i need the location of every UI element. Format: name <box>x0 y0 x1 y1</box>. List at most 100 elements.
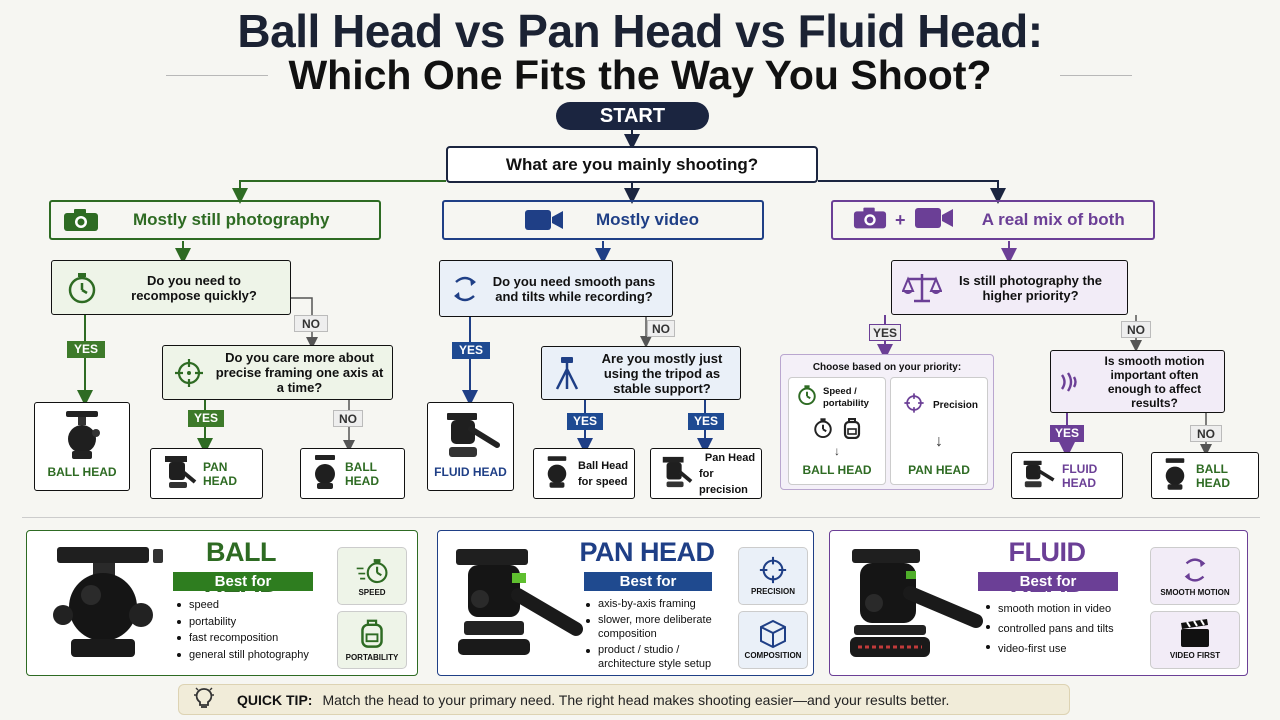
yes-tag: YES <box>452 342 490 359</box>
list-item: portability <box>175 614 335 631</box>
result-fluid-head-label: FLUID HEAD <box>434 465 507 479</box>
list-item: axis-by-axis framing <box>584 597 734 611</box>
quick-tip-bar: QUICK TIP: Match the head to your primar… <box>178 684 1070 715</box>
camera-icon <box>51 208 111 232</box>
mix-question-1: Is still photography the higher priority… <box>891 260 1128 315</box>
video-question-1-text: Do you need smooth pans and tilts while … <box>492 273 656 304</box>
result-pan-head-precision: Pan Head for precision <box>650 448 762 499</box>
ball-head-card: BALL HEAD Best for speed portability fas… <box>26 530 418 676</box>
result-ball-head-label: BALL HEAD <box>47 465 117 479</box>
rotate-arrows-icon <box>440 272 490 306</box>
pan-head-product-image <box>448 545 584 670</box>
still-question-2: Do you care more about precise framing o… <box>162 345 393 400</box>
list-item: general still photography <box>175 647 335 664</box>
branch-mix-label: A real mix of both <box>981 210 1125 229</box>
mix-question-2: Is smooth motion important often enough … <box>1050 350 1225 413</box>
result-ball-head: BALL HEAD <box>300 448 405 499</box>
tripod-icon <box>542 355 592 391</box>
fluid-head-icon <box>428 409 513 461</box>
section-divider <box>22 517 1260 518</box>
video-camera-icon <box>914 207 954 234</box>
feature-label: VIDEO FIRST <box>1169 651 1221 660</box>
branch-still-photography: Mostly still photography <box>49 200 381 240</box>
stopwatch-icon <box>338 556 406 588</box>
result-pan-head: PAN HEAD <box>150 448 263 499</box>
result-subtitle: for precision <box>699 467 748 496</box>
arrow-down-icon: ↓ <box>834 444 840 458</box>
arrow-down-icon: ↓ <box>935 433 943 450</box>
video-question-2-text: Are you mostly just using the tripod as … <box>601 350 723 396</box>
fluid-head-product-image <box>844 545 984 670</box>
tip-label: QUICK TIP: <box>237 691 313 708</box>
result-title: Pan Head <box>704 451 756 464</box>
feature-video-first: VIDEO FIRST <box>1150 611 1240 669</box>
pan-head-icon <box>659 452 693 495</box>
list-item: video-first use <box>984 639 1154 659</box>
crosshair-icon <box>739 555 807 587</box>
tip-text: Match the head to your primary need. The… <box>322 691 950 708</box>
list-item: smooth motion in video <box>984 599 1154 619</box>
result-title: Ball Head <box>578 459 629 472</box>
list-item: fast recomposition <box>175 630 335 647</box>
priority-title: Choose based on your priority: <box>812 362 962 373</box>
crosshair-icon <box>163 357 215 389</box>
result-ball-head-speed: Ball Head for speed <box>533 448 635 499</box>
yes-tag: YES <box>869 324 901 341</box>
crosshair-icon <box>903 392 925 419</box>
list-item: product / studio / architecture style se… <box>584 643 734 671</box>
backpack-icon <box>338 618 406 650</box>
backpack-icon <box>843 417 861 444</box>
ball-head-icon <box>1162 456 1188 495</box>
title-rule-right <box>1060 75 1132 76</box>
list-item: speed <box>175 597 335 614</box>
stopwatch-icon <box>813 417 833 444</box>
start-node: START <box>556 102 709 130</box>
feature-label: SPEED <box>358 588 386 597</box>
feature-precision: PRECISION <box>738 547 808 605</box>
result-subtitle: for speed <box>578 475 628 488</box>
stopwatch-icon <box>52 271 112 305</box>
yes-tag: YES <box>688 413 724 430</box>
list-item: slower, more deliberate composition <box>584 613 734 641</box>
feature-label: COMPOSITION <box>744 651 802 660</box>
yes-tag: YES <box>67 341 105 358</box>
no-tag: NO <box>1121 321 1151 338</box>
branch-video: Mostly video <box>442 200 764 240</box>
fluid-head-card: FLUID HEAD Best for smooth motion in vid… <box>829 530 1248 676</box>
result-pan-head-label: PAN HEAD <box>203 459 238 488</box>
priority-option-precision: Precision ↓ PAN HEAD <box>890 377 988 485</box>
page-subtitle: Which One Fits the Way You Shoot? <box>288 52 992 98</box>
priority-box: Choose based on your priority: Speed / p… <box>780 354 994 490</box>
result-ball-head: BALL HEAD <box>1151 452 1259 499</box>
yes-tag: YES <box>567 413 603 430</box>
motion-waves-icon <box>1051 369 1091 395</box>
feature-composition: COMPOSITION <box>738 611 808 669</box>
priority-right-label: Precision <box>933 400 979 411</box>
card-bullets: smooth motion in video controlled pans a… <box>984 599 1154 659</box>
plus-sign: + <box>895 209 906 230</box>
feature-smooth-motion: SMOOTH MOTION <box>1150 547 1240 605</box>
card-bullets: axis-by-axis framing slower, more delibe… <box>584 597 734 671</box>
mix-question-2-text: Is smooth motion important often enough … <box>1104 353 1205 410</box>
mix-question-1-text: Is still photography the higher priority… <box>958 272 1102 303</box>
camera-icon <box>853 206 887 235</box>
feature-speed: SPEED <box>337 547 407 605</box>
yes-tag: YES <box>188 410 224 427</box>
best-for-banner: Best for <box>173 572 313 591</box>
ball-head-icon <box>544 453 570 494</box>
no-tag: NO <box>1190 425 1222 442</box>
cube-icon <box>739 619 807 651</box>
result-ball-head-label: BALL HEAD <box>1196 461 1231 490</box>
scale-icon <box>892 271 952 305</box>
ball-head-icon <box>311 453 339 494</box>
still-question-2-text: Do you care more about precise framing o… <box>215 350 384 395</box>
best-for-banner: Best for <box>978 572 1118 591</box>
result-fluid-head-label: FLUID HEAD <box>1062 461 1098 490</box>
fluid-head-icon <box>1020 457 1056 494</box>
main-question: What are you mainly shooting? <box>446 146 818 183</box>
page-title: Ball Head vs Pan Head vs Fluid Head: <box>237 5 1043 57</box>
card-title: PAN HEAD <box>579 537 715 567</box>
title-rule-left <box>166 75 268 76</box>
priority-right-result: PAN HEAD <box>908 463 970 477</box>
